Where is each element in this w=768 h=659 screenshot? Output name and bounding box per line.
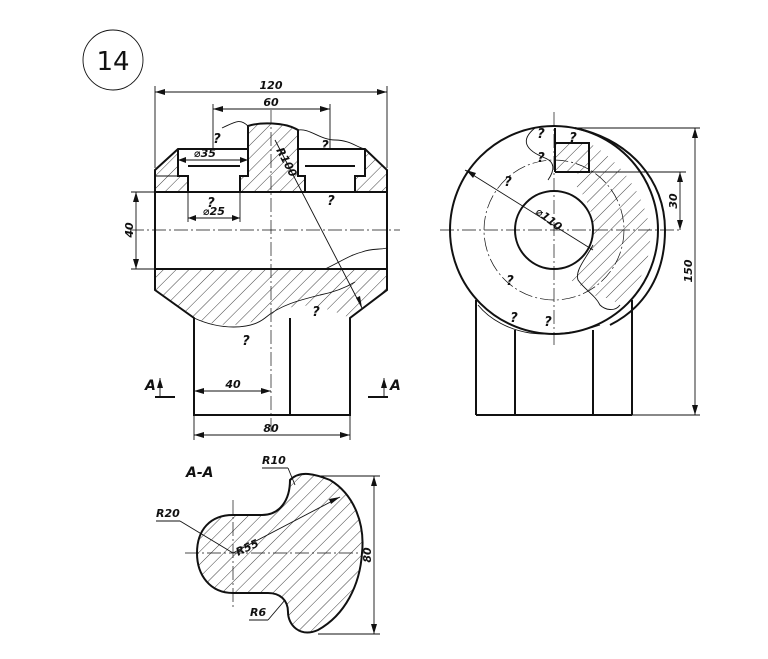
cut-label-right: A — [389, 378, 401, 394]
dim-base-half: 40 — [224, 378, 241, 391]
unknown-dim-3: ? — [207, 196, 215, 211]
front-view-dimensions: 120 60 ⌀35 ⌀25 40 R100 40 — [123, 79, 388, 440]
unknown-dim-7: ? — [537, 127, 545, 142]
dim-section-height: 80 — [361, 547, 374, 563]
dim-r10: R10 — [262, 454, 286, 467]
dim-slot-width: 60 — [263, 96, 279, 109]
section-title: A-A — [185, 465, 213, 481]
dim-bore-small: ⌀25 — [203, 205, 225, 218]
cut-label-left: A — [144, 378, 156, 394]
unknown-dim-2: ? — [321, 139, 329, 154]
unknown-dim-12: ? — [510, 311, 518, 326]
dim-r6: R6 — [250, 606, 266, 619]
unknown-dim-4: ? — [327, 194, 335, 209]
dim-width-total: 120 — [260, 79, 283, 92]
problem-number-badge: 14 — [82, 29, 144, 91]
unknown-dim-8: ? — [569, 131, 577, 146]
unknown-dim-6: ? — [242, 334, 250, 349]
section-cut-markers: A A — [144, 378, 401, 398]
dim-slot-height: 30 — [667, 193, 680, 209]
unknown-dim-9: ? — [537, 151, 545, 166]
unknown-dim-11: ? — [506, 274, 514, 289]
unknown-dim-1: ? — [213, 132, 221, 147]
problem-number: 14 — [96, 47, 129, 77]
unknown-dim-10: ? — [504, 175, 512, 190]
dim-total-height: 150 — [682, 259, 695, 282]
dim-base-width: 80 — [263, 422, 279, 435]
section-a-a: A-A R55 R10 R20 R6 80 — [156, 454, 380, 635]
front-view — [130, 110, 400, 435]
unknown-dim-5: ? — [312, 305, 320, 320]
dim-r20: R20 — [156, 507, 180, 520]
unknown-dim-13: ? — [544, 315, 552, 330]
side-view — [440, 112, 680, 416]
dim-hole-height: 40 — [123, 222, 136, 239]
dim-bore-left: ⌀35 — [194, 147, 216, 160]
